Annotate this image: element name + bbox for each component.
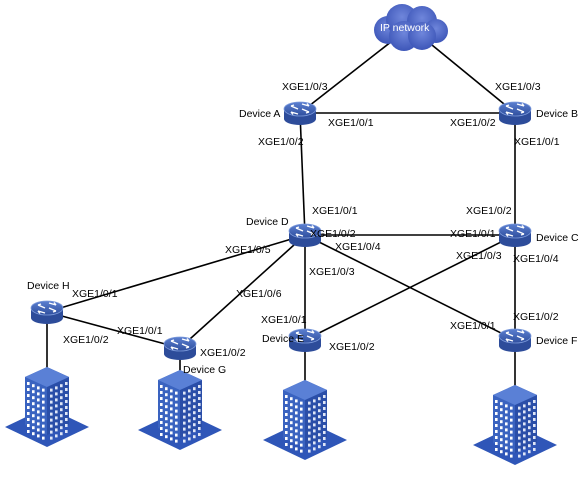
server-building-icon [5,367,89,447]
port-label: XGE1/0/2 [513,311,559,323]
switch-icon [498,101,532,125]
device-label: Device D [246,216,289,228]
switch-icon [288,328,322,352]
link-d-h [46,234,306,313]
server-building-icon [263,380,347,460]
port-label: XGE1/0/5 [225,244,271,256]
port-label: XGE1/0/2 [200,347,246,359]
port-label: XGE1/0/1 [312,205,358,217]
switch-icon [163,336,197,360]
link-d-g [179,234,306,349]
port-label: XGE1/0/3 [282,81,328,93]
server-building-icon [473,385,557,465]
cloud-label: IP network [380,22,430,34]
switch-icon [498,223,532,247]
port-label: XGE1/0/3 [456,250,502,262]
device-h[interactable]: Device H [27,280,70,324]
link-c-e [304,234,516,341]
device-label: Device B [536,108,578,120]
port-label: XGE1/0/1 [450,228,496,240]
device-d[interactable]: Device D [246,216,322,247]
switch-icon [30,300,64,324]
server-building-icon [138,370,222,450]
port-label: XGE1/0/1 [514,136,560,148]
port-label: XGE1/0/1 [328,117,374,129]
device-label: Device H [27,280,70,292]
device-label: Device G [183,364,226,376]
servers-layer [5,312,557,465]
port-label: XGE1/0/2 [258,136,304,148]
device-b[interactable]: Device B [498,101,578,125]
link-h-g [46,311,181,349]
cloud-layer: IP network [374,4,448,51]
link-a-d [299,112,306,236]
port-label: XGE1/0/3 [309,266,355,278]
port-label: XGE1/0/2 [450,117,496,129]
links-layer [46,26,516,349]
port-label: XGE1/0/3 [495,81,541,93]
device-f[interactable]: Device F [498,328,577,352]
port-label: XGE1/0/2 [310,228,356,240]
device-label: Device C [536,232,579,244]
device-e[interactable]: Device E [262,328,322,352]
port-label: XGE1/0/4 [513,253,559,265]
port-label: XGE1/0/6 [236,288,282,300]
switch-icon [288,223,322,247]
device-label: Device E [262,333,304,345]
switch-icon [283,101,317,125]
port-label: XGE1/0/1 [450,320,496,332]
port-label: XGE1/0/1 [261,314,307,326]
port-label: XGE1/0/4 [335,241,381,253]
cloud-icon [374,4,448,51]
port-label: XGE1/0/1 [72,288,118,300]
device-c[interactable]: Device C [498,223,579,247]
device-label: Device F [536,335,577,347]
device-a[interactable]: Device A [239,101,317,125]
port-label: XGE1/0/2 [466,205,512,217]
switch-icon [498,328,532,352]
device-label: Device A [239,108,280,120]
device-g[interactable]: Device G [163,336,226,376]
devices-layer: Device A Device B Device C Device D Device E… [27,101,579,376]
port-label: XGE1/0/1 [117,325,163,337]
port-label: XGE1/0/2 [63,334,109,346]
port-label: XGE1/0/2 [329,341,375,353]
